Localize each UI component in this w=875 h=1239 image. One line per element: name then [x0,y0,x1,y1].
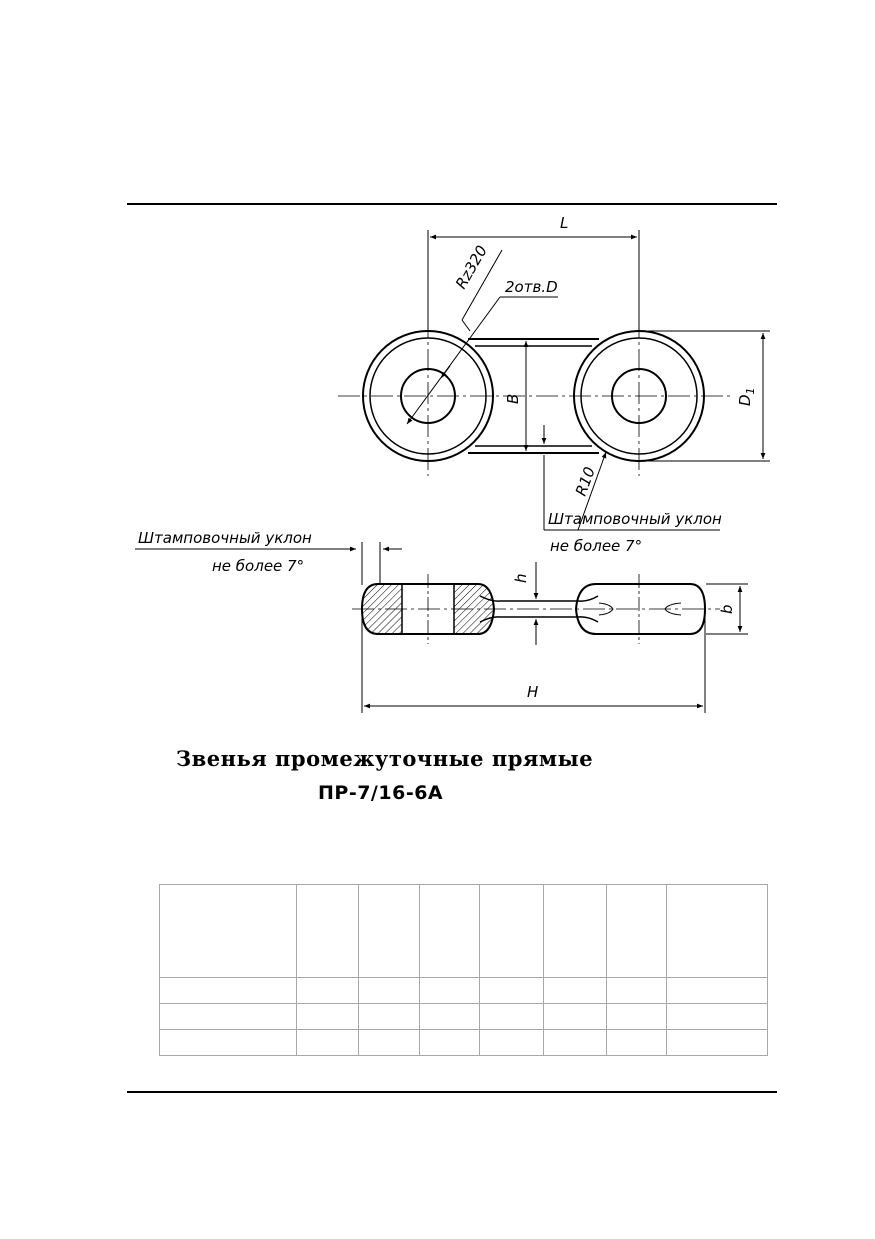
spec-table [158,884,769,1056]
table-header-cell [419,884,481,978]
table-cell [296,1003,359,1030]
table-header-cell [543,884,607,978]
table-cell [479,1029,545,1056]
left-section-hatch [362,584,402,634]
table-cell [665,1029,769,1056]
table-cell [543,977,607,1004]
dim-R10-label: R10 [572,464,599,498]
dim-B-label: B [504,394,522,404]
table-header-cell [158,884,298,978]
technical-drawing: L Rz320 2отв.D B D1 R10 Штамповочный укл… [135,214,770,713]
document-title: Звенья промежуточные прямые [176,746,594,771]
table-cell [605,1029,667,1056]
dimension-H [361,614,706,713]
table-header-cell [665,884,769,978]
table-cell [665,1003,769,1030]
note-left-line2: не более 7° [212,557,304,575]
dimension-L [427,230,640,330]
table-row [158,1029,769,1056]
table-cell [357,1003,421,1030]
table-cell [158,1029,298,1056]
dimension-b [706,583,748,635]
table-header-cell [479,884,545,978]
dim-H-label: H [527,683,538,701]
right-section-hatch [454,584,494,634]
table-cell [543,1003,607,1030]
left-eye-side-outline [360,583,496,635]
note-left-line1: Штамповочный уклон [138,529,312,547]
note-right-line2: не более 7° [550,537,642,555]
table-cell [665,977,769,1004]
right-eye-side-outline [574,583,707,635]
dim-holes-label: 2отв.D [505,278,558,296]
table-cell [419,977,481,1004]
table-cell [479,977,545,1004]
right-eye-outer [573,330,705,462]
table-cell [158,1003,298,1030]
table-header-cell [296,884,359,978]
side-view [352,574,720,644]
dim-h-label: h [512,573,530,583]
left-eye-outer [362,330,494,462]
table-cell [419,1029,481,1056]
table-cell [296,977,359,1004]
table-header-cell [357,884,421,978]
document-subtitle: ПР-7/16-6А [318,782,444,804]
right-hole [611,368,667,424]
table-cell [357,977,421,1004]
table-cell [296,1029,359,1056]
top-rule [127,203,777,205]
bottom-rule [127,1091,777,1093]
holes-leader [406,296,558,425]
dim-D1-label: D1 [736,387,757,406]
roughness-leader [461,249,503,332]
left-eye-inner [369,337,487,455]
dim-roughness-label: Rz320 [452,242,491,292]
table-cell [419,1003,481,1030]
table-header-cell [605,884,667,978]
table-row [158,1003,769,1030]
table-cell [158,977,298,1004]
dimension-D1 [648,330,770,462]
left-hole [400,368,456,424]
table-cell [543,1029,607,1056]
r10-leader [541,425,720,531]
left-note-leader [135,542,402,585]
note-right-line1: Штамповочный уклон [548,510,722,528]
table-cell [357,1029,421,1056]
right-eye-inner [580,337,698,455]
table-cell [605,1003,667,1030]
table-cell [605,977,667,1004]
dim-L-label: L [560,214,568,232]
table-cell [479,1003,545,1030]
top-view [338,316,732,476]
dim-b-label: b [718,604,736,614]
table-header-row [158,884,769,978]
table-row [158,977,769,1004]
